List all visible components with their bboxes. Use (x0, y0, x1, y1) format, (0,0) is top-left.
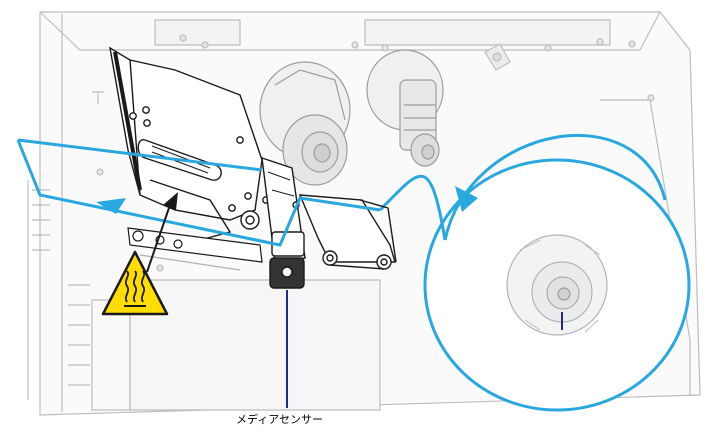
hot-surface-warning-icon (101, 250, 169, 316)
platen-area (127, 227, 263, 271)
hot-surface-pointer-arrow-icon (146, 192, 178, 273)
ribbon-take-up-spindle (259, 61, 351, 186)
media-direction-arrow-icon (96, 198, 126, 214)
media-sensor-label: メディアセンサー (236, 413, 324, 426)
media-sensor (261, 156, 306, 289)
media-path-top-edge (17, 138, 263, 172)
ribbon-supply-spindle (366, 49, 444, 167)
media-path-lower (16, 139, 381, 247)
guide-roller-assembly (298, 194, 397, 270)
roll-direction-arrow-icon (455, 186, 478, 212)
media-supply-roll (423, 158, 691, 412)
media-path-to-roller (378, 174, 447, 241)
